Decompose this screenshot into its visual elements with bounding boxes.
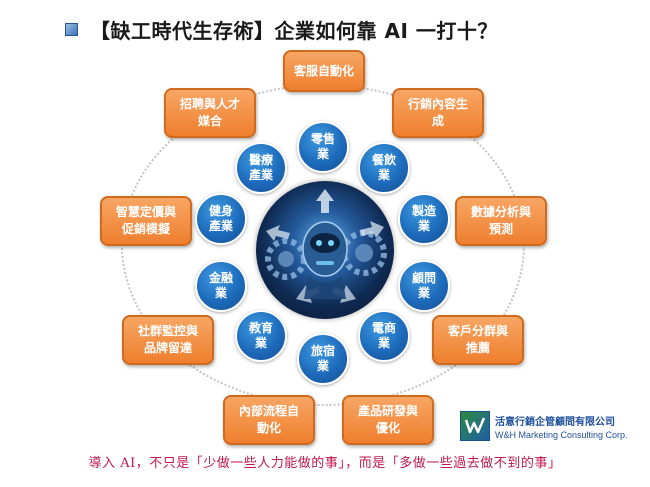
application-label: 產品研發與 優化 [357,404,418,435]
application-label: 客服自動化 [293,63,354,78]
application-label: 內部流程自 動化 [238,404,299,435]
company-logo: 活意行銷企管顧問有限公司 W&H Marketing Consulting Co… [460,409,635,443]
industry-label: 醫療 產業 [248,153,273,182]
industry-label: 金融 業 [208,271,233,300]
industry-label: 教育 業 [248,321,273,350]
industry-ecommerce-bubble: 電商 業 [358,310,410,362]
industry-label: 零售 業 [310,132,335,161]
logo-chinese-name: 活意行銷企管顧問有限公司 [495,416,615,428]
industry-medical-bubble: 醫療 產業 [235,142,287,194]
logo-english-name: W&H Marketing Consulting Corp. [495,429,628,440]
industry-label: 製造 業 [411,204,436,233]
industry-label: 旅宿 業 [310,344,335,373]
app-marketing-content-box: 行銷內容生 成 [392,88,484,138]
application-label: 行銷內容生 成 [407,97,468,128]
application-label: 社群監控與 品牌留達 [137,324,198,355]
app-customer-segmentation-box: 客戶分群與 推薦 [432,315,524,365]
application-label: 招聘與人才 媒合 [179,97,240,128]
industry-finance-bubble: 金融 業 [195,260,247,312]
industry-fitness-bubble: 健身 產業 [195,193,247,245]
wh-logo-icon [460,411,490,441]
industry-retail-bubble: 零售 業 [297,121,349,173]
industry-label: 顧問 業 [411,271,436,300]
footer-slogan: 導入 AI，不只是「少做一些人力能做的事」，而是「多做一些過去做不到的事」 [88,456,562,471]
app-product-rd-box: 產品研發與 優化 [342,395,434,445]
slide-title: 【缺工時代生存術】企業如何靠 AI 一打十？ [65,14,625,44]
industry-hospitality-bubble: 旅宿 業 [297,333,349,385]
application-label: 智慧定價與 促銷模擬 [115,205,176,236]
industry-education-bubble: 教育 業 [235,310,287,362]
square-bullet-icon [65,22,78,36]
industry-manufacturing-bubble: 製造 業 [398,193,450,245]
industry-label: 健身 產業 [208,204,233,233]
app-social-monitoring-box: 社群監控與 品牌留達 [122,315,214,365]
industry-consulting-bubble: 顧問 業 [398,260,450,312]
title-text: 【缺工時代生存術】企業如何靠 AI 一打十？ [90,18,498,43]
app-smart-pricing-box: 智慧定價與 促銷模擬 [100,196,192,246]
app-customer-service-automation-box: 客服自動化 [283,50,365,92]
app-internal-process-box: 內部流程自 動化 [223,395,315,445]
application-label: 數據分析與 預測 [470,205,531,236]
application-label: 客戶分群與 推薦 [447,324,508,355]
app-recruitment-box: 招聘與人才 媒合 [164,88,256,138]
app-data-analysis-box: 數據分析與 預測 [455,196,547,246]
ai-robot-center-image [256,181,394,319]
industry-label: 餐飲 業 [371,153,396,182]
industry-food-beverage-bubble: 餐飲 業 [358,142,410,194]
industry-label: 電商 業 [371,321,396,350]
